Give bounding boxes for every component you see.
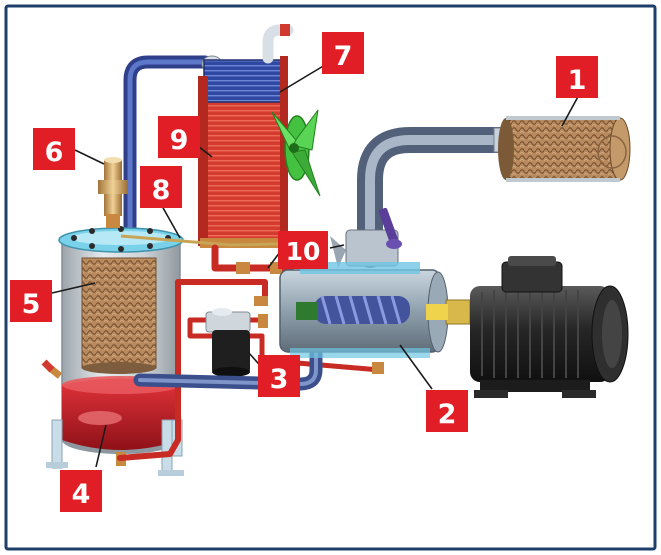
callout-4-label: 4 [72,479,91,510]
callout-7: 7 [322,32,364,74]
callout-7-label: 7 [334,41,353,72]
separator-tank [41,226,184,476]
radiator-cooler [198,24,294,248]
callout-5: 5 [10,280,52,322]
callout-9-label: 9 [170,125,189,156]
callout-1: 1 [556,56,598,98]
callout-6-label: 6 [45,137,64,168]
callout-5-label: 5 [22,289,41,320]
air-end [279,262,449,358]
callout-3: 3 [258,355,300,397]
callout-9: 9 [158,116,200,158]
cooling-fan-icon [271,109,321,197]
callout-8-label: 8 [152,175,171,206]
callout-6: 6 [33,128,75,170]
electric-motor [470,256,629,398]
coupling [426,299,471,325]
callout-10-label: 10 [286,237,321,266]
callout-1-label: 1 [568,65,587,96]
callout-3-label: 3 [270,364,289,395]
callout-8: 8 [140,166,182,208]
air-filter [498,116,631,182]
oil-filter [205,308,251,377]
callout-2-label: 2 [438,399,457,430]
inlet-valve [330,207,402,268]
suction-pipe [133,333,323,391]
pressure-valve [98,157,128,228]
callout-2: 2 [426,390,468,432]
callout-10: 10 [278,231,328,269]
callout-4: 4 [60,470,102,512]
